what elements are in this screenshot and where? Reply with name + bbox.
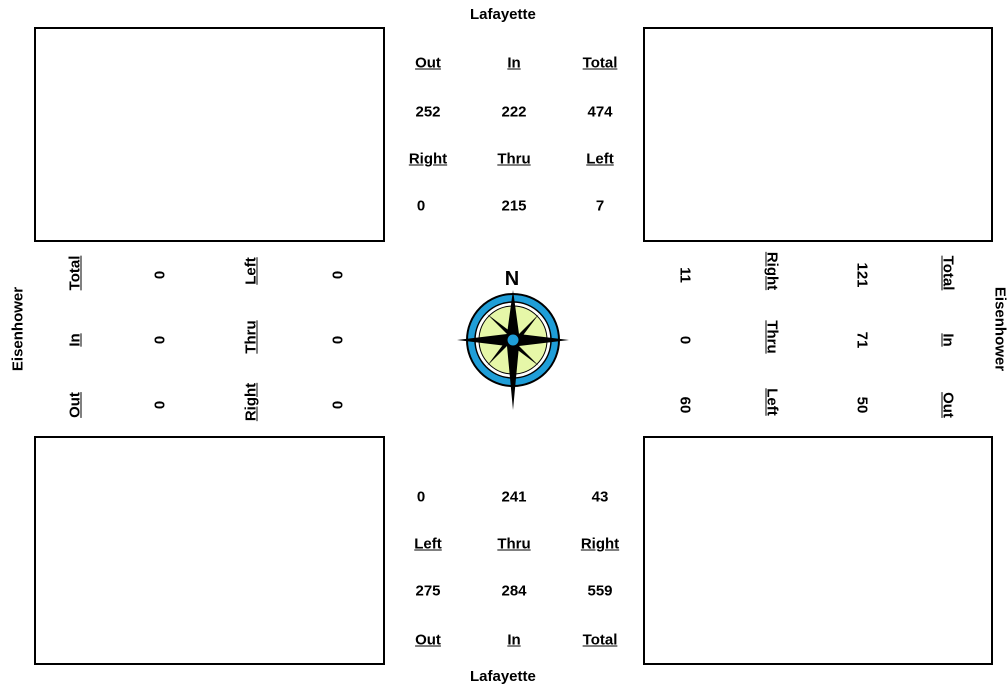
street-label-south: Lafayette bbox=[470, 668, 536, 685]
east-move-right-value: 11 bbox=[678, 267, 693, 283]
corner-box-nw bbox=[34, 27, 385, 242]
north-move-right-label: Right bbox=[409, 152, 447, 167]
west-move-thru-label: Thru bbox=[244, 320, 259, 353]
west-move-thru-value: 0 bbox=[331, 336, 346, 344]
compass-north-label: N bbox=[505, 268, 519, 290]
corner-box-sw bbox=[34, 436, 385, 665]
north-compass-icon: N bbox=[455, 268, 575, 418]
north-volume-out: 252 bbox=[415, 105, 440, 120]
east-volume-in: 71 bbox=[855, 332, 870, 349]
east-volume-out: 50 bbox=[855, 397, 870, 414]
north-header-in: In bbox=[507, 56, 520, 71]
south-volume-in: 284 bbox=[501, 584, 526, 599]
corner-box-se bbox=[643, 436, 993, 665]
south-move-thru-label: Thru bbox=[497, 537, 530, 552]
west-move-right-value: 0 bbox=[331, 401, 346, 409]
west-volume-total: 0 bbox=[153, 271, 168, 279]
west-move-left-label: Left bbox=[244, 257, 259, 285]
east-header-in: In bbox=[941, 333, 956, 346]
south-header-in: In bbox=[507, 633, 520, 648]
south-move-right-value: 43 bbox=[592, 490, 609, 505]
north-header-total: Total bbox=[583, 56, 618, 71]
east-move-thru-label: Thru bbox=[765, 320, 780, 353]
south-volume-out: 275 bbox=[415, 584, 440, 599]
south-move-left-label: Left bbox=[414, 537, 442, 552]
south-move-left-value: 0 bbox=[417, 490, 425, 505]
south-volume-total: 559 bbox=[587, 584, 612, 599]
north-move-left-label: Left bbox=[586, 152, 614, 167]
north-move-thru-value: 215 bbox=[501, 199, 526, 214]
east-volume-total: 121 bbox=[855, 262, 870, 287]
east-move-right-label: Right bbox=[765, 252, 780, 290]
corner-box-ne bbox=[643, 27, 993, 242]
north-move-thru-label: Thru bbox=[497, 152, 530, 167]
street-label-west: Eisenhower bbox=[10, 287, 27, 371]
compass-center-dot bbox=[507, 334, 519, 346]
north-move-left-value: 7 bbox=[596, 199, 604, 214]
north-volume-total: 474 bbox=[587, 105, 612, 120]
west-header-in: In bbox=[68, 333, 83, 346]
south-move-thru-value: 241 bbox=[501, 490, 526, 505]
west-header-out: Out bbox=[68, 392, 83, 418]
north-move-right-value: 0 bbox=[417, 199, 425, 214]
east-move-left-value: 60 bbox=[678, 397, 693, 414]
south-header-out: Out bbox=[415, 633, 441, 648]
west-move-left-value: 0 bbox=[331, 271, 346, 279]
north-volume-in: 222 bbox=[501, 105, 526, 120]
west-volume-in: 0 bbox=[153, 336, 168, 344]
west-volume-out: 0 bbox=[153, 401, 168, 409]
south-move-right-label: Right bbox=[581, 537, 619, 552]
east-header-total: Total bbox=[941, 256, 956, 291]
north-header-out: Out bbox=[415, 56, 441, 71]
street-label-east: Eisenhower bbox=[992, 287, 1008, 371]
east-move-left-label: Left bbox=[765, 388, 780, 416]
east-header-out: Out bbox=[941, 392, 956, 418]
west-move-right-label: Right bbox=[244, 383, 259, 421]
south-header-total: Total bbox=[583, 633, 618, 648]
street-label-north: Lafayette bbox=[470, 6, 536, 23]
west-header-total: Total bbox=[68, 256, 83, 291]
east-move-thru-value: 0 bbox=[678, 336, 693, 344]
